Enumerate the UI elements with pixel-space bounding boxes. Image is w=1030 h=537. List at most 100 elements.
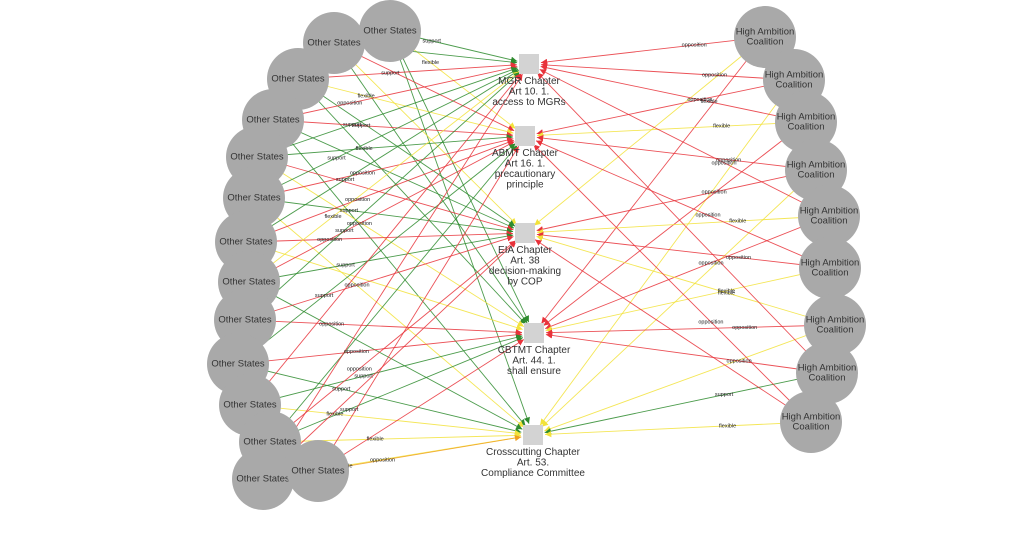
topic-label: EIA Chapter [498,245,553,256]
edge-L4-t3 [256,156,525,327]
edge-L8-t0 [244,71,521,321]
edge-label: opposition [682,43,707,49]
edge-R8-t1 [533,144,812,423]
other-states-node[interactable]: Other States [232,448,294,510]
topic-square [515,223,535,243]
topic-label: precautionary [495,169,556,180]
node-circle [287,440,349,502]
edge-label: support [335,228,354,234]
edge-L9-t4 [237,363,522,434]
topic-label: ABMT Chapter [492,148,559,159]
edge-R3-t4 [541,169,817,428]
edge-label: opposition [687,97,712,103]
node-label: High Ambition [806,315,865,326]
edge-L11-t2 [269,240,516,443]
edge-L12-t0 [262,73,523,480]
edge-label: opposition [702,190,727,196]
edge-label: opposition [711,160,736,166]
edge-L10-t4 [249,404,522,437]
edge-L8-t2 [244,235,514,321]
edge-label: flexible [356,146,373,152]
node-label: High Ambition [801,258,860,269]
edge-label: support [336,262,355,268]
node-circle [804,294,866,356]
node-label: Other States [227,193,281,204]
topic-label: CBTMT Chapter [498,345,571,356]
topic-label: MGR Chapter [498,76,560,87]
edge-label: support [381,70,400,76]
edge-L11-t1 [269,144,518,443]
topic-square [524,323,544,343]
edge-label: opposition [347,366,372,372]
edge-label: flexible [700,99,717,105]
edge-L1-t3 [333,42,528,324]
edge-R8-t2 [534,239,812,423]
edge-L6-t2 [245,230,514,243]
node-label: Other States [218,315,272,326]
edge-label: support [340,407,359,413]
edge-R5-t1 [535,140,831,269]
edge-L0-t4 [389,30,530,424]
edge-R3-t2 [536,169,817,233]
other-states-node[interactable]: Other States [287,440,349,502]
edge-label: support [327,155,346,161]
edge-L1-t2 [333,42,517,225]
node-circle [780,391,842,453]
edge-R7-t3 [545,332,828,374]
topic-label: Crosscutting Chapter [486,447,581,458]
edge-R0-t3 [541,36,766,324]
edge-label: opposition [317,237,342,243]
edge-L7-t1 [248,141,515,283]
topic-label: principle [506,180,544,191]
edge-label: opposition [337,101,362,107]
edge-L6-t0 [245,70,520,243]
edge-label: opposition [347,221,372,227]
edge-L13-t4 [317,434,522,472]
topic-label: Art 10. 1. [509,87,550,98]
edge-R0-t0 [540,36,766,66]
topic-square [519,54,539,74]
edge-L10-t3 [249,334,523,406]
other-states-node[interactable]: Other States [359,0,421,62]
edge-R2-t0 [540,64,807,123]
edge-label: opposition [726,255,751,261]
edge-label: flexible [367,437,384,443]
edge-L10-t0 [249,73,522,406]
node-circle [775,91,837,153]
edge-L4-t1 [256,134,514,158]
edge-label: opposition [370,458,395,464]
node-label: Coalition [817,325,854,336]
edge-label: support [340,208,359,214]
edge-R1-t4 [539,79,795,426]
topic-label: Art. 53. [517,458,549,469]
edge-label: opposition [344,283,369,289]
topic-label: Art 16. 1. [505,159,546,170]
edge-labels-layer: supportflexiblesupportsupportflexibleopp… [315,38,757,469]
node-label: Other States [246,115,300,126]
node-label: Other States [243,437,297,448]
topic-label: shall ensure [507,366,561,377]
edge-L5-t0 [253,68,519,199]
node-label: Coalition [788,122,825,133]
edge-label: flexible [713,124,730,130]
node-circle [232,448,294,510]
node-label: Other States [236,474,290,485]
node-circle [798,185,860,247]
node-label: High Ambition [782,412,841,423]
edge-label: flexible [324,214,341,220]
node-label: Coalition [798,170,835,181]
node-label: Coalition [812,268,849,279]
